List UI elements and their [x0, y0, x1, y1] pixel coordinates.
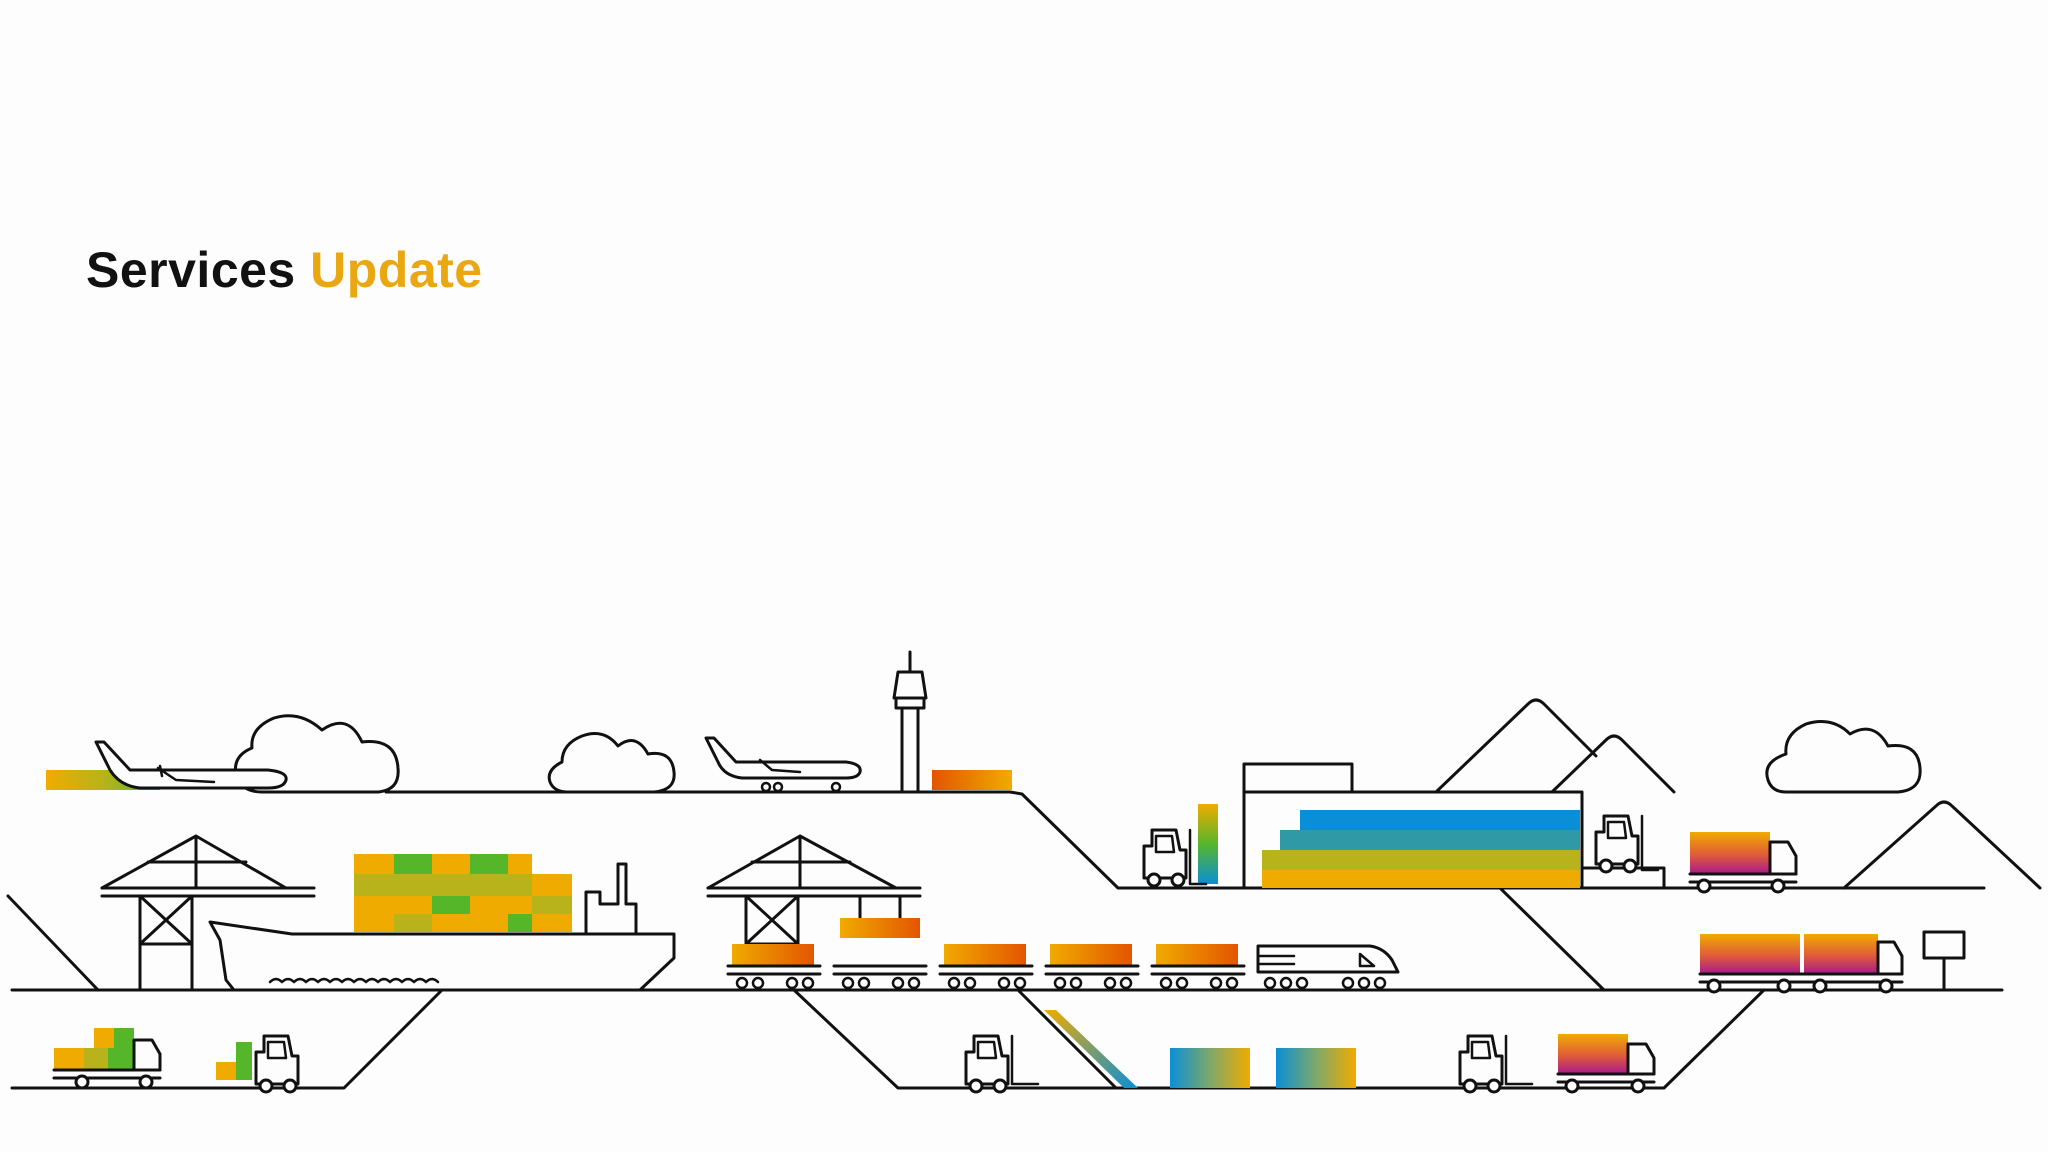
truck-icon: [1556, 1034, 1656, 1094]
ship-containers: [354, 854, 572, 932]
control-tower-icon: [892, 650, 928, 794]
cargo-stack-lower: [1276, 1048, 1356, 1088]
forklift-icon: [254, 1034, 300, 1094]
cargo-stack-lower: [1170, 1048, 1250, 1088]
cargo-block-orange: [840, 918, 920, 938]
title-word-update: Update: [310, 242, 483, 298]
forklift-icon: [964, 1034, 1040, 1094]
container-crane-icon: [706, 834, 922, 946]
terrain-middle-drop: [1498, 886, 1606, 992]
terrain-lower-mid: [792, 988, 1132, 1090]
container-crane-icon: [100, 834, 316, 992]
title-word-services: Services: [86, 242, 296, 298]
terrain-lower-conveyor: [1016, 988, 1118, 1090]
cloud-icon: [1765, 720, 1922, 794]
slide-title: Services Update: [86, 240, 483, 300]
truck-icon: [52, 1028, 162, 1090]
forklift-icon: [1142, 828, 1208, 888]
forklift-cargo-stack: [1198, 804, 1218, 884]
cargo-plane-icon: [704, 736, 862, 793]
cargo-ship-icon: [208, 862, 676, 992]
cargo-block-orange: [932, 770, 1012, 790]
mountain-icon: [1842, 800, 2042, 890]
freight-train-icon: [726, 944, 1400, 990]
forklift-cargo: [216, 1062, 236, 1080]
forklift-cargo: [236, 1042, 252, 1080]
conveyor-belt-icon: [1044, 1010, 1138, 1088]
mountain-icon: [1434, 698, 1598, 794]
forklift-icon: [1594, 814, 1660, 874]
terrain-lower-left: [10, 988, 444, 1090]
cloud-icon: [547, 732, 676, 794]
road-sign-icon: [1922, 930, 1966, 992]
forklift-icon: [1458, 1034, 1534, 1094]
terrain-left-slope: [6, 894, 100, 992]
warehouse-icon: [1242, 762, 1666, 890]
cargo-plane-icon: [46, 740, 288, 790]
truck-icon: [1698, 934, 1904, 994]
mountain-icon: [1550, 734, 1676, 794]
truck-icon: [1688, 832, 1798, 894]
